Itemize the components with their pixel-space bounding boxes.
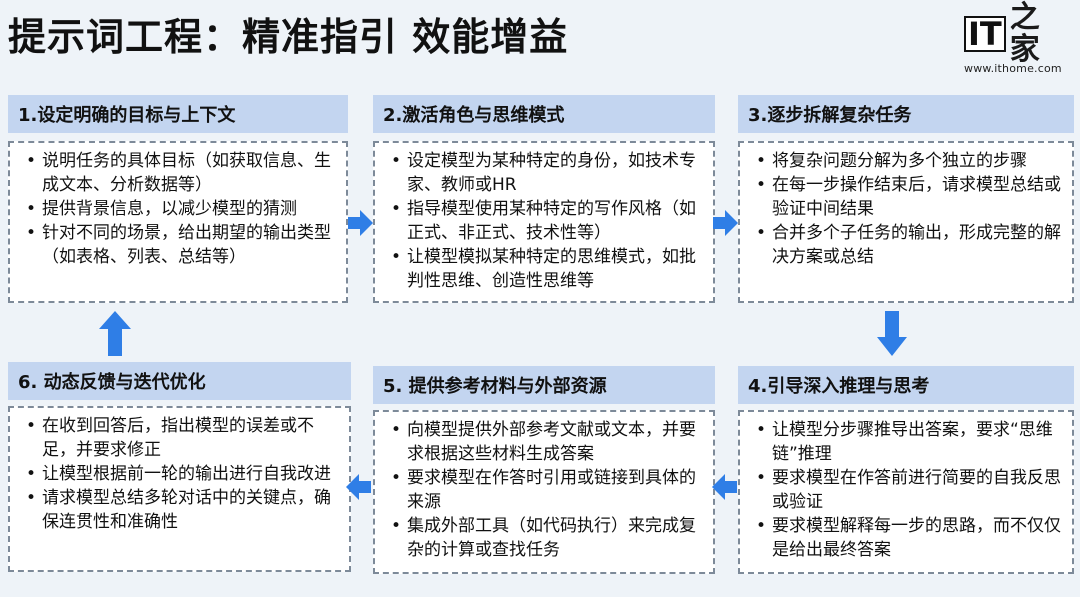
step-heading-3: 3.逐步拆解复杂任务 xyxy=(738,95,1074,133)
bullet-item: 要求模型解释每一步的思路，而不仅仅是给出最终答案 xyxy=(750,514,1064,562)
step-heading-2: 2.激活角色与思维模式 xyxy=(373,95,715,133)
arrow-up-icon xyxy=(99,311,131,356)
bullet-item: 在收到回答后，指出模型的误差或不足，并要求修正 xyxy=(20,414,341,462)
arrow-right-icon xyxy=(713,210,738,236)
bullet-list: 设定模型为某种特定的身份，如技术专家、教师或HR 指导模型使用某种特定的写作风格… xyxy=(385,149,705,293)
bullet-item: 集成外部工具（如代码执行）来完成复杂的计算或查找任务 xyxy=(385,514,705,562)
bullet-item: 让模型分步骤推导出答案，要求“思维链”推理 xyxy=(750,418,1064,466)
bullet-item: 让模型根据前一轮的输出进行自我改进 xyxy=(20,462,341,486)
bullet-list: 在收到回答后，指出模型的误差或不足，并要求修正 让模型根据前一轮的输出进行自我改… xyxy=(20,414,341,534)
arrow-down-icon xyxy=(877,311,907,356)
bullet-item: 设定模型为某种特定的身份，如技术专家、教师或HR xyxy=(385,149,705,197)
arrow-left-icon xyxy=(346,474,371,500)
step-body-6: 在收到回答后，指出模型的误差或不足，并要求修正 让模型根据前一轮的输出进行自我改… xyxy=(8,406,351,572)
bullet-item: 要求模型在作答时引用或链接到具体的来源 xyxy=(385,466,705,514)
step-card-2: 2.激活角色与思维模式 设定模型为某种特定的身份，如技术专家、教师或HR 指导模… xyxy=(373,95,715,307)
bullet-item: 向模型提供外部参考文献或文本，并要求根据这些材料生成答案 xyxy=(385,418,705,466)
step-card-6: 6. 动态反馈与迭代优化 在收到回答后，指出模型的误差或不足，并要求修正 让模型… xyxy=(8,362,351,574)
arrow-left-icon xyxy=(712,474,737,500)
bullet-item: 针对不同的场景，给出期望的输出类型（如表格、列表、总结等） xyxy=(20,221,338,269)
bullet-item: 合并多个子任务的输出，形成完整的解决方案或总结 xyxy=(750,221,1064,269)
step-body-1: 说明任务的具体目标（如获取信息、生成文本、分析数据等） 提供背景信息，以减少模型… xyxy=(8,141,348,303)
step-heading-5: 5. 提供参考材料与外部资源 xyxy=(373,366,715,404)
logo-url: www.ithome.com xyxy=(964,62,1062,75)
arrow-right-icon xyxy=(348,210,373,236)
bullet-list: 说明任务的具体目标（如获取信息、生成文本、分析数据等） 提供背景信息，以减少模型… xyxy=(20,149,338,269)
bullet-list: 让模型分步骤推导出答案，要求“思维链”推理 要求模型在作答前进行简要的自我反思或… xyxy=(750,418,1064,562)
logo-it-text: IT xyxy=(964,16,1006,52)
step-body-4: 让模型分步骤推导出答案，要求“思维链”推理 要求模型在作答前进行简要的自我反思或… xyxy=(738,410,1074,574)
bullet-item: 让模型模拟某种特定的思维模式，如批判性思维、创造性思维等 xyxy=(385,245,705,293)
bullet-item: 指导模型使用某种特定的写作风格（如正式、非正式、技术性等） xyxy=(385,197,705,245)
bullet-list: 向模型提供外部参考文献或文本，并要求根据这些材料生成答案 要求模型在作答时引用或… xyxy=(385,418,705,562)
bullet-item: 将复杂问题分解为多个独立的步骤 xyxy=(750,149,1064,173)
logo-mark: IT 之家 xyxy=(964,2,1068,66)
bullet-item: 请求模型总结多轮对话中的关键点，确保连贯性和准确性 xyxy=(20,486,341,534)
step-card-1: 1.设定明确的目标与上下文 说明任务的具体目标（如获取信息、生成文本、分析数据等… xyxy=(8,95,348,307)
step-card-3: 3.逐步拆解复杂任务 将复杂问题分解为多个独立的步骤 在每一步操作结束后，请求模… xyxy=(738,95,1074,307)
bullet-item: 要求模型在作答前进行简要的自我反思或验证 xyxy=(750,466,1064,514)
bullet-item: 在每一步操作结束后，请求模型总结或验证中间结果 xyxy=(750,173,1064,221)
step-heading-1: 1.设定明确的目标与上下文 xyxy=(8,95,348,133)
bullet-item: 提供背景信息，以减少模型的猜测 xyxy=(20,197,338,221)
step-heading-4: 4.引导深入推理与思考 xyxy=(738,366,1074,404)
step-body-5: 向模型提供外部参考文献或文本，并要求根据这些材料生成答案 要求模型在作答时引用或… xyxy=(373,410,715,574)
page-title: 提示词工程：精准指引 效能增益 xyxy=(8,15,569,59)
ithome-logo: IT 之家 www.ithome.com xyxy=(964,2,1068,75)
step-body-2: 设定模型为某种特定的身份，如技术专家、教师或HR 指导模型使用某种特定的写作风格… xyxy=(373,141,715,303)
step-body-3: 将复杂问题分解为多个独立的步骤 在每一步操作结束后，请求模型总结或验证中间结果 … xyxy=(738,141,1074,303)
step-heading-6: 6. 动态反馈与迭代优化 xyxy=(8,362,351,400)
bullet-item: 说明任务的具体目标（如获取信息、生成文本、分析数据等） xyxy=(20,149,338,197)
bullet-list: 将复杂问题分解为多个独立的步骤 在每一步操作结束后，请求模型总结或验证中间结果 … xyxy=(750,149,1064,269)
step-card-4: 4.引导深入推理与思考 让模型分步骤推导出答案，要求“思维链”推理 要求模型在作… xyxy=(738,366,1074,576)
logo-glyph: 之家 xyxy=(1009,0,1040,67)
step-card-5: 5. 提供参考材料与外部资源 向模型提供外部参考文献或文本，并要求根据这些材料生… xyxy=(373,366,715,576)
